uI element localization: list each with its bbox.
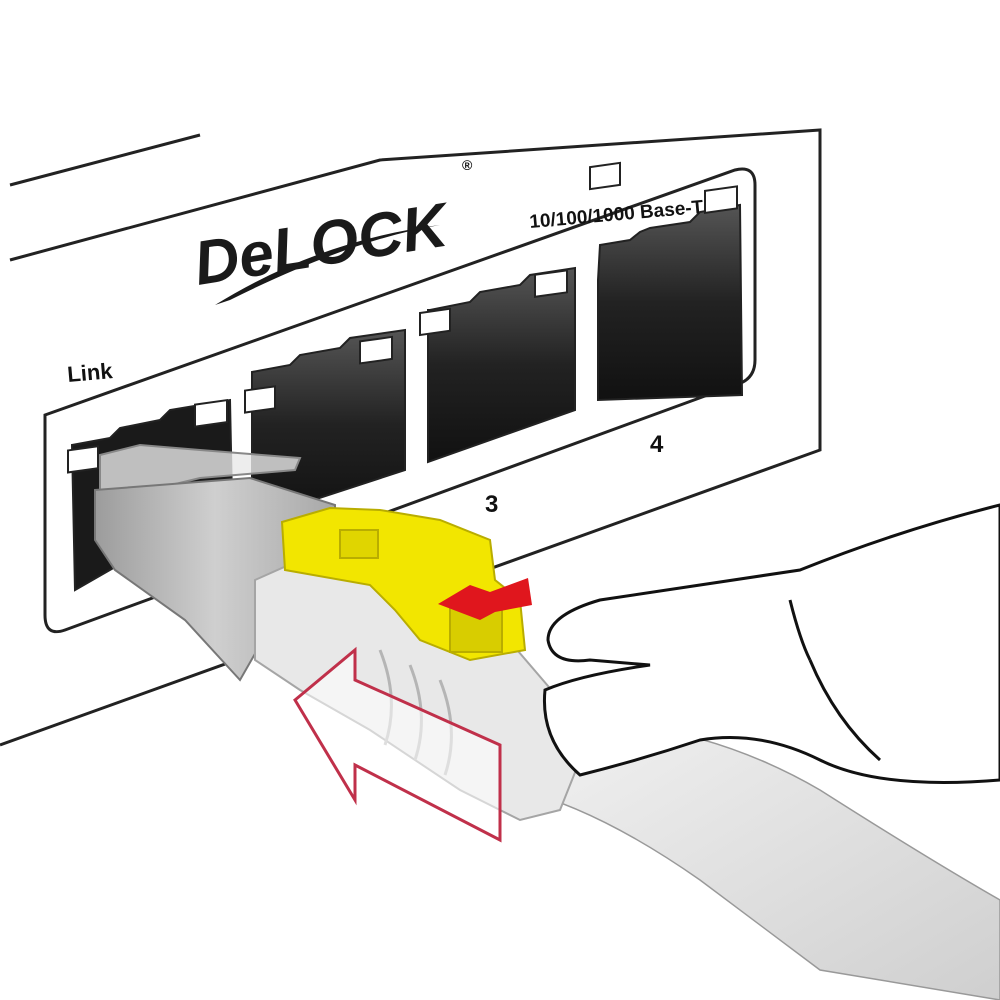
switch-housing	[0, 128, 822, 747]
pull-arrow	[293, 646, 502, 843]
port-number-3: 3	[485, 491, 498, 518]
port-led-left	[419, 307, 451, 337]
port-led-left	[244, 385, 276, 414]
lock-window	[339, 529, 379, 559]
finger-illustration	[542, 503, 1000, 784]
rj45-port-2[interactable]	[244, 328, 406, 522]
port-led-right	[359, 335, 393, 365]
port-led-right	[194, 398, 228, 428]
link-label: Link	[66, 358, 114, 387]
port-led-right	[704, 185, 738, 215]
rj45-plug	[94, 443, 336, 682]
port-led-right	[534, 269, 568, 298]
port-led-left	[67, 445, 99, 474]
rj45-port-4[interactable]	[589, 161, 744, 402]
network-cable	[518, 719, 1000, 1000]
rj45-port-3[interactable]	[419, 266, 576, 464]
registered-mark: ®	[462, 157, 473, 173]
port-led-left	[589, 161, 621, 191]
push-arrow	[438, 578, 532, 620]
port-number-4: 4	[650, 431, 664, 458]
